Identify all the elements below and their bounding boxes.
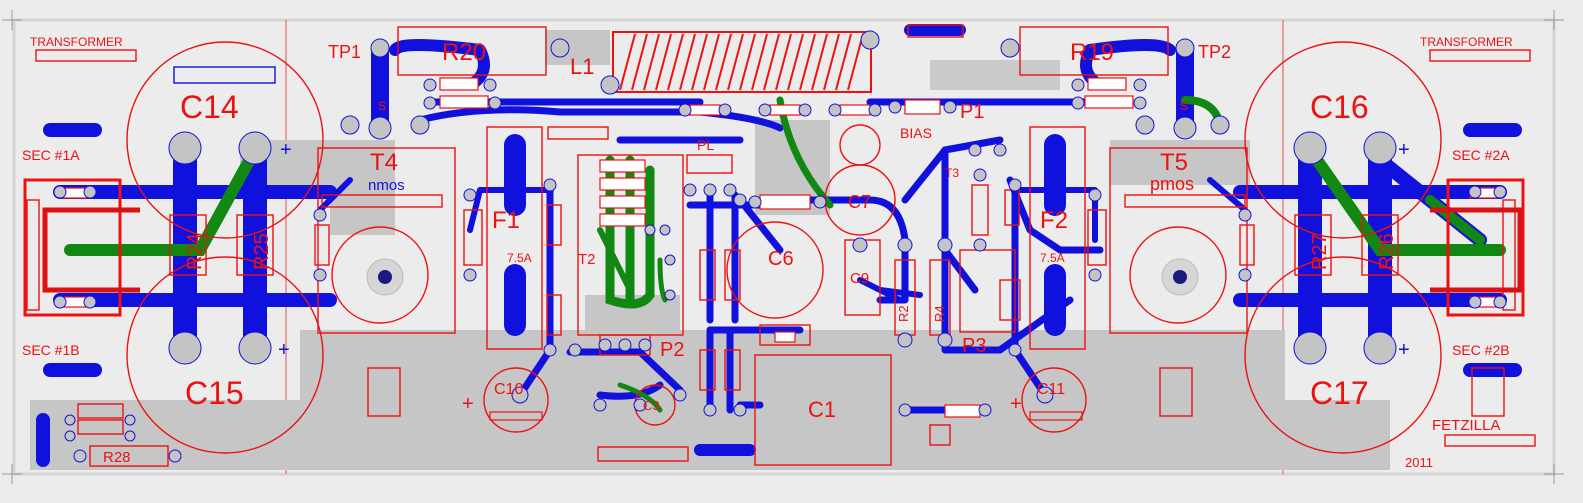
label-f2: F2 [1040, 207, 1068, 234]
label-r2: R2 [896, 305, 911, 322]
label-tp2: TP2 [1198, 42, 1231, 62]
label-pl: PL [697, 137, 714, 153]
label-sec-1b: SEC #1B [22, 342, 80, 358]
silkscreen-text: TRANSFORMER TRANSFORMER SEC #1A SEC #1B … [22, 35, 1513, 470]
label-sec-1a: SEC #1A [22, 147, 80, 163]
label-c11: C11 [1037, 381, 1065, 398]
label-c15: C15 [185, 375, 244, 411]
label-sec-2a: SEC #2A [1452, 147, 1510, 163]
label-t4-sub: nmos [368, 177, 405, 194]
plus-c14: + [280, 139, 292, 161]
label-r19: R19 [1070, 39, 1114, 66]
cap-polarity-marks [489, 411, 1083, 421]
label-bias: BIAS [900, 125, 932, 141]
label-s-right: S [1180, 99, 1188, 113]
label-l1: L1 [570, 54, 594, 79]
label-c3: C3 [643, 398, 660, 413]
plus-c11: + [1010, 393, 1022, 415]
plus-c16: + [1398, 139, 1410, 161]
label-t5: T5 [1160, 149, 1188, 176]
label-r27: R27 [1309, 233, 1331, 270]
label-p2: P2 [660, 339, 684, 361]
label-f2-rating: 7.5A [1040, 251, 1065, 265]
label-c17: C17 [1310, 375, 1369, 411]
label-transformer-left: TRANSFORMER [30, 35, 123, 49]
label-sec-2b: SEC #2B [1452, 342, 1510, 358]
label-t2: T2 [578, 251, 596, 268]
label-brand: FETZILLA [1432, 417, 1500, 434]
plus-c17: + [1398, 339, 1410, 361]
label-r25: R25 [251, 233, 273, 270]
label-t5-sub: pmos [1150, 174, 1194, 194]
label-year: 2011 [1405, 455, 1433, 470]
label-c9: C9 [850, 270, 869, 287]
ac-busbars [42, 207, 1523, 293]
inductor-l1 [612, 31, 872, 93]
label-s-left: S [378, 99, 386, 113]
plus-c15: + [278, 339, 290, 361]
label-transformer-right: TRANSFORMER [1420, 35, 1513, 49]
label-r24: R24 [184, 233, 206, 270]
label-p1: P1 [960, 101, 984, 123]
pads [53, 30, 1507, 463]
label-f1-rating: 7.5A [507, 251, 532, 265]
label-t4: T4 [370, 149, 398, 176]
label-c16: C16 [1310, 89, 1369, 125]
label-tp1: TP1 [328, 42, 361, 62]
label-r28: R28 [103, 449, 131, 466]
label-r4: R4 [932, 305, 947, 322]
label-r26: R26 [1376, 233, 1398, 270]
label-p3: P3 [962, 335, 986, 357]
label-t3: T3 [945, 166, 959, 180]
label-c14: C14 [180, 89, 239, 125]
mounting-holes [366, 258, 1199, 296]
label-c10: C10 [494, 381, 523, 398]
plus-c10: + [462, 393, 474, 415]
label-c1: C1 [808, 397, 836, 422]
label-r20: R20 [442, 39, 486, 66]
label-f1: F1 [492, 207, 520, 234]
label-c7: C7 [848, 192, 871, 212]
label-c6: C6 [768, 248, 794, 270]
